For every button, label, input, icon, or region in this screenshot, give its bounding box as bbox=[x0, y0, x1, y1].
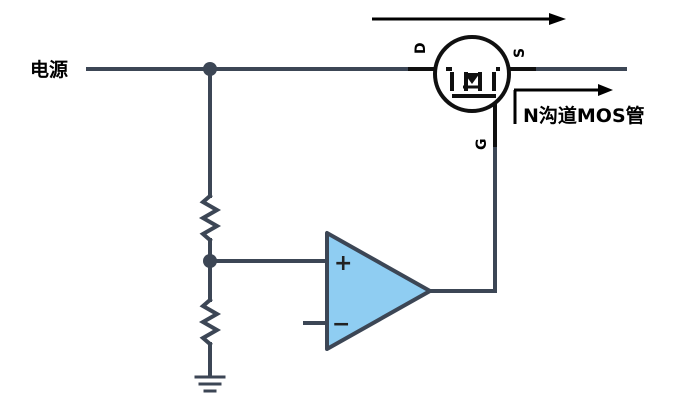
drain-label: D bbox=[413, 42, 429, 54]
resistor-bottom bbox=[198, 297, 222, 347]
gate-label: G bbox=[474, 139, 490, 151]
mos-type-label: N沟道MOS管 bbox=[523, 104, 645, 127]
op-amp-plus-sign: + bbox=[334, 251, 352, 276]
op-amp bbox=[325, 231, 432, 351]
ground-icon bbox=[194, 375, 226, 393]
mosfet-symbol bbox=[433, 35, 511, 113]
resistor-top bbox=[198, 193, 222, 243]
source-label: S bbox=[512, 48, 528, 58]
current-flow-arrow bbox=[372, 13, 566, 25]
mos-pointer-arrow bbox=[513, 84, 613, 124]
power-label: 电源 bbox=[30, 58, 68, 81]
op-amp-minus-sign: − bbox=[332, 312, 350, 337]
gate-drive-wire bbox=[428, 142, 497, 293]
